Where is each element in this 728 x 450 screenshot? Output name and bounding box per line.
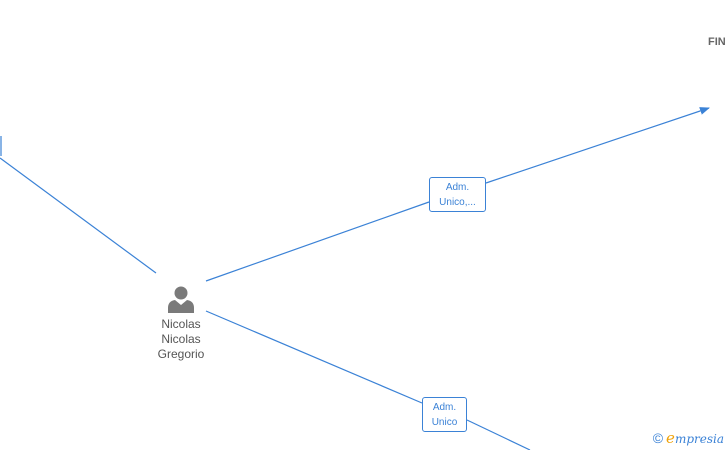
edge-bottom-segment-1 bbox=[205, 310, 423, 404]
edge-label-line: Adm. bbox=[432, 402, 457, 413]
edge-top-segment-1 bbox=[205, 201, 430, 282]
edge-label-adm-unico-bottom[interactable]: Adm. Unico bbox=[422, 397, 467, 432]
person-node[interactable]: Nicolas Nicolas Gregorio bbox=[146, 284, 216, 362]
brand-rest: mpresia bbox=[674, 432, 724, 446]
edge-label-adm-unico-top[interactable]: Adm. Unico,... bbox=[429, 177, 486, 212]
edge-label-line: Unico,... bbox=[439, 197, 476, 208]
company-node-top-right[interactable]: FIN bbox=[708, 36, 726, 48]
brand-initial: e bbox=[666, 429, 675, 447]
brand-logo: empresia bbox=[666, 429, 724, 447]
empresia-watermark: © empresia bbox=[653, 429, 724, 447]
person-icon bbox=[168, 286, 194, 313]
person-name-line: Nicolas bbox=[161, 332, 201, 346]
person-name-line: Nicolas bbox=[161, 317, 201, 331]
person-name: Nicolas Nicolas Gregorio bbox=[146, 317, 216, 362]
edge-left-incoming bbox=[0, 157, 157, 274]
person-name-line: Gregorio bbox=[157, 347, 205, 361]
copyright-icon: © bbox=[652, 430, 664, 446]
edge-label-line: Adm. bbox=[445, 182, 470, 193]
edge-label-line: Unico bbox=[431, 417, 458, 428]
edge-top-segment-2 bbox=[485, 107, 710, 184]
edge-bottom-segment-2 bbox=[466, 419, 531, 450]
